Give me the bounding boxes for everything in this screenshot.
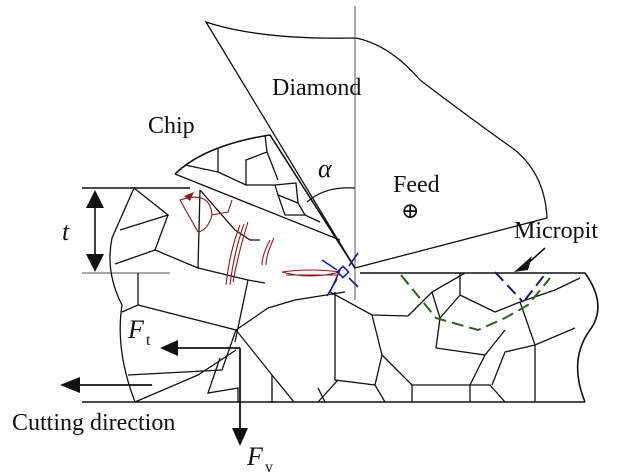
depth-of-cut-arrow (86, 190, 104, 272)
label-alpha: α (318, 154, 333, 183)
deformation-twins (179, 192, 341, 286)
micropit-arrow-icon (514, 247, 546, 272)
feed-direction-icon: ⊕ (401, 198, 419, 223)
label-diamond: Diamond (272, 75, 361, 101)
svg-text:t: t (146, 332, 151, 349)
label-depth-t: t (62, 217, 70, 246)
force-arrows (160, 340, 248, 446)
diamond-tool-outline (204, 20, 548, 269)
svg-text:F: F (127, 315, 145, 344)
label-chip: Chip (148, 113, 195, 139)
label-force-fv: F v (246, 442, 273, 475)
label-micropit: Micropit (514, 218, 598, 244)
stress-concentration-marker[interactable] (321, 252, 359, 297)
label-feed: Feed (393, 172, 440, 198)
chip-grains (174, 134, 356, 269)
label-cutting-direction: Cutting direction (12, 410, 175, 436)
cutting-direction-arrow (60, 377, 152, 393)
rake-angle-arc (306, 187, 356, 203)
workpiece-grains (82, 187, 599, 403)
label-force-ft: F t (127, 315, 151, 349)
micropit-boundary (494, 271, 547, 303)
crack-path (400, 274, 551, 332)
svg-text:F: F (246, 442, 264, 471)
svg-text:v: v (265, 459, 273, 475)
